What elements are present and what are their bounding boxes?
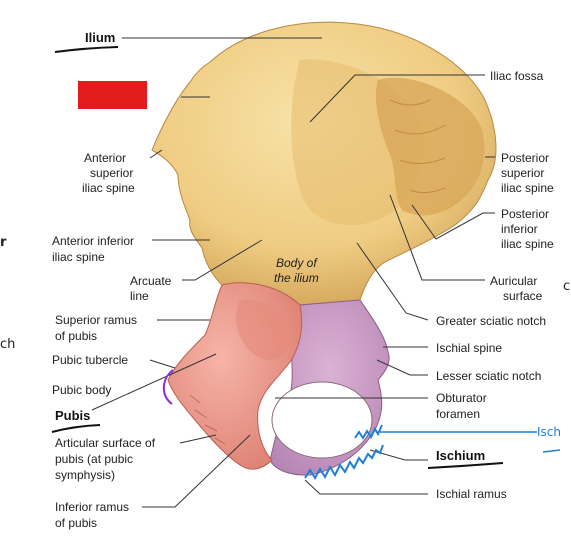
hand-note-right-c: c (563, 279, 570, 294)
label-obturator-foramen-2: foramen (436, 407, 480, 421)
blue-dash-mark (542, 449, 561, 453)
blue-scribble-upper (354, 424, 383, 440)
obturator-foramen-hole (271, 381, 373, 459)
label-posterior-superior-iliac-spine-1: Posterior (501, 151, 549, 165)
hand-note-right-isch: Isch (537, 425, 561, 439)
label-superior-ramus-of-pubis-2: of pubis (55, 329, 97, 343)
label-anterior-inferior-iliac-spine-1: Anterior inferior (52, 234, 134, 248)
label-anterior-inferior-iliac-spine-2: iliac spine (52, 250, 105, 264)
label-anterior-superior-iliac-spine-1: Anterior (84, 151, 126, 165)
label-ilium: Ilium (85, 30, 115, 45)
label-posterior-superior-iliac-spine-3: iliac spine (501, 181, 554, 195)
label-obturator-foramen-1: Obturator (436, 391, 487, 405)
handwritten-text: r ch c Isch (0, 235, 570, 439)
label-iliac-fossa: Iliac fossa (490, 69, 544, 83)
label-articular-surface-of-pubis-2: pubis (at pubic (55, 452, 133, 466)
bone-illustration (151, 21, 497, 476)
label-ischial-spine: Ischial spine (436, 341, 502, 355)
label-body-of-ilium-1: Body of (276, 256, 318, 270)
label-arcuate-line-1: Arcuate (130, 274, 172, 288)
auricular-texture (389, 99, 446, 194)
label-pubis: Pubis (55, 408, 90, 423)
underline-pubis (51, 424, 101, 433)
label-posterior-inferior-iliac-spine-1: Posterior (501, 207, 549, 221)
label-pubic-tubercle: Pubic tubercle (52, 353, 128, 367)
label-greater-sciatic-notch: Greater sciatic notch (436, 314, 546, 328)
label-inferior-ramus-of-pubis-1: Inferior ramus (55, 500, 129, 514)
label-ischial-ramus: Ischial ramus (436, 487, 507, 501)
underline-ilium (54, 46, 119, 53)
label-superior-ramus-of-pubis-1: Superior ramus (55, 313, 137, 327)
label-auricular-surface-1: Auricular (490, 274, 537, 288)
hand-note-left-ch: ch (0, 337, 15, 352)
label-anterior-superior-iliac-spine-2: superior (90, 166, 133, 180)
label-pubic-body: Pubic body (52, 383, 111, 397)
label-posterior-superior-iliac-spine-2: superior (501, 166, 544, 180)
label-group: Ilium Iliac fossa Anterior superior ilia… (52, 30, 554, 530)
label-anterior-superior-iliac-spine-3: iliac spine (82, 181, 135, 195)
pubis-shade (235, 299, 290, 360)
label-lesser-sciatic-notch: Lesser sciatic notch (436, 369, 541, 383)
label-posterior-inferior-iliac-spine-2: inferior (501, 222, 538, 236)
label-ischium: Ischium (436, 448, 485, 463)
underline-ischium (427, 462, 504, 469)
purple-bracket-mark (162, 369, 174, 405)
handwritten-annotations (51, 46, 561, 480)
label-posterior-inferior-iliac-spine-3: iliac spine (501, 237, 554, 251)
label-arcuate-line-2: line (130, 289, 149, 303)
blue-scribble-ischium (304, 444, 384, 480)
auricular-surface-region (375, 77, 485, 216)
label-auricular-surface-2: surface (503, 289, 543, 303)
label-articular-surface-of-pubis-1: Articular surface of (55, 436, 156, 450)
articular-texture (189, 394, 226, 445)
label-articular-surface-of-pubis-3: symphysis) (55, 468, 115, 482)
redaction-box (78, 81, 147, 109)
hand-note-left-r: r (0, 235, 7, 250)
label-body-of-ilium-2: the ilium (274, 271, 319, 285)
label-inferior-ramus-of-pubis-2: of pubis (55, 516, 97, 530)
leader-lines (91, 37, 495, 508)
